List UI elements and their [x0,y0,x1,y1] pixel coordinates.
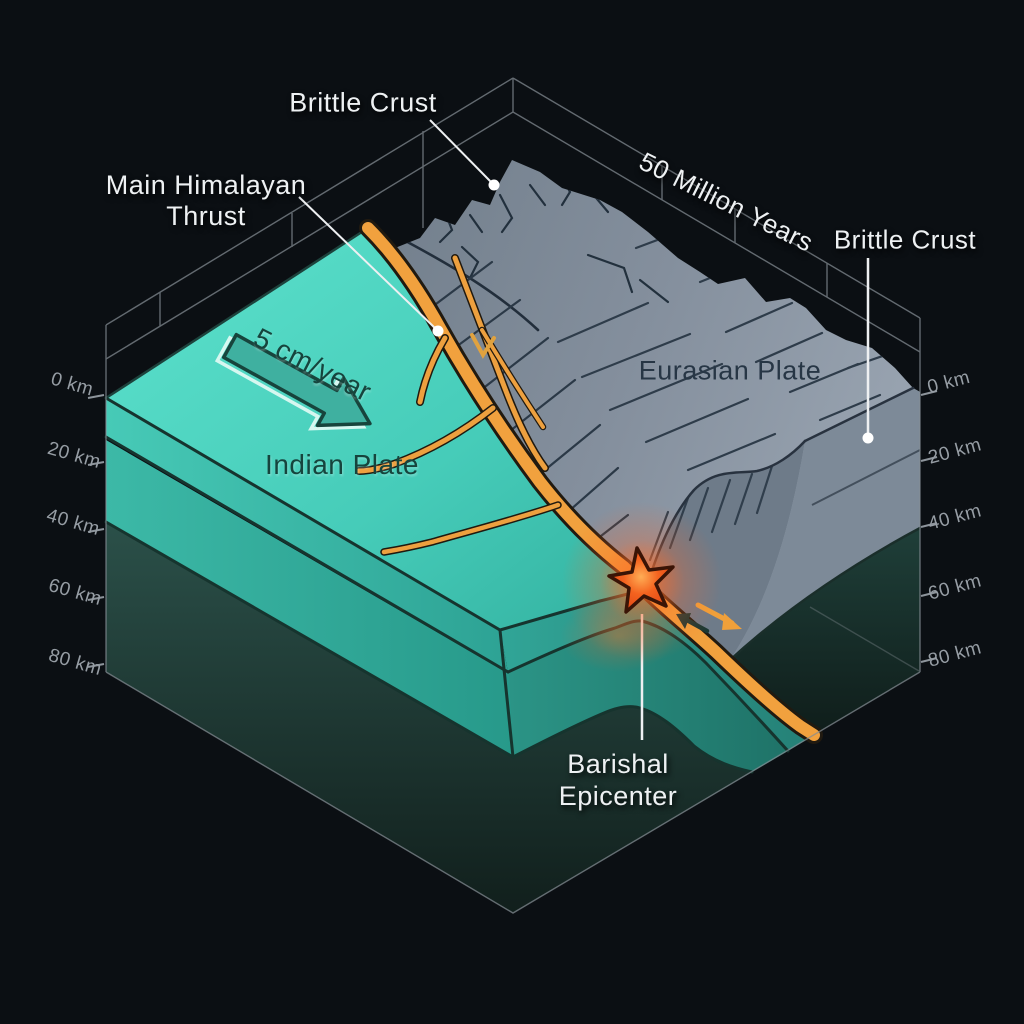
label-brittle-crust-right: Brittle Crust [833,224,977,255]
leader-dot-thrust [432,325,444,337]
label-eurasian-plate: Eurasian Plate [638,355,822,386]
label-barishal-epicenter: Barishal Epicenter [558,749,678,811]
mantle-left-face [106,523,752,913]
label-brittle-crust-top: Brittle Crust [289,87,437,118]
leader-dot-brittle-crust-right [862,432,874,444]
label-main-himalayan-thrust: Main Himalayan Thrust [105,170,307,231]
main-himalayan-thrust-fault [355,219,823,744]
label-indian-plate: Indian Plate [265,449,419,480]
eurasian-right-cut-face [730,388,920,660]
fault-chevron-mark [470,333,496,359]
wireframe-box [105,77,921,914]
indian-plate-crust-bands [106,398,513,757]
convergence-arrow [214,332,372,431]
leader-dot-brittle-crust-top [488,179,500,191]
mantle-right-face [730,528,920,735]
fault-splays-right [451,254,549,472]
epicenter-star [607,546,675,614]
depth-scale-ticks [87,390,938,668]
indian-plate-top-surface [106,228,646,630]
fault-splays-left [355,334,562,556]
